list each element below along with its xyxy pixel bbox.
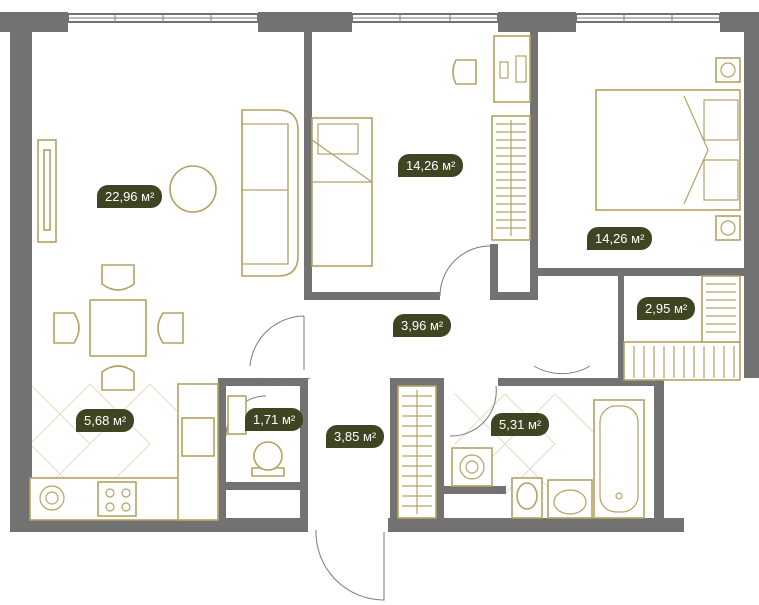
sofa: [241, 109, 299, 277]
area-label-bedroom-2: 14,26 м²: [587, 227, 653, 250]
area-label-wardrobe: 2,95 м²: [637, 297, 696, 320]
wardrobe-shelves: [623, 275, 741, 381]
bath-fixtures: [451, 399, 645, 519]
area-label-hall: 3,85 м²: [326, 425, 385, 448]
coffee-table: [169, 165, 217, 213]
area-value: 3,96: [401, 318, 427, 333]
bath-floor-tiles: [454, 393, 596, 495]
area-label-corridor: 3,96 м²: [393, 314, 452, 337]
hall-wardrobe: [397, 385, 437, 519]
area-value: 2,95: [645, 301, 671, 316]
area-unit: м²: [112, 413, 127, 428]
area-unit: м²: [281, 412, 296, 427]
walls: [0, 12, 759, 532]
bed-double: [595, 57, 741, 241]
area-value: 5,68: [84, 413, 110, 428]
area-unit: м²: [673, 301, 688, 316]
area-unit: м²: [527, 417, 542, 432]
area-unit: м²: [631, 231, 645, 246]
area-label-bedroom-1: 14,26 м²: [398, 154, 464, 177]
kitchen-counter: [29, 383, 219, 521]
area-unit: м²: [141, 189, 155, 204]
area-value: 1,71: [253, 412, 279, 427]
area-unit: м²: [429, 318, 444, 333]
area-value: 14,26: [595, 231, 628, 246]
desk: [452, 35, 531, 103]
area-label-wc: 1,71 м²: [245, 408, 304, 431]
tv-unit: [37, 139, 57, 243]
area-value: 3,85: [334, 429, 360, 444]
wc-fixtures: [227, 395, 285, 477]
area-value: 22,96: [105, 189, 138, 204]
area-value: 14,26: [406, 158, 439, 173]
dining-set: [53, 264, 184, 391]
windows: [67, 13, 721, 23]
bed-single: [311, 117, 373, 267]
area-value: 5,31: [499, 417, 525, 432]
area-label-living: 22,96 м²: [97, 185, 163, 208]
area-label-bathroom: 5,31 м²: [491, 413, 550, 436]
wardrobe-1: [491, 115, 531, 241]
area-unit: м²: [362, 429, 377, 444]
area-unit: м²: [442, 158, 456, 173]
area-label-kitchen: 5,68 м²: [76, 409, 135, 432]
